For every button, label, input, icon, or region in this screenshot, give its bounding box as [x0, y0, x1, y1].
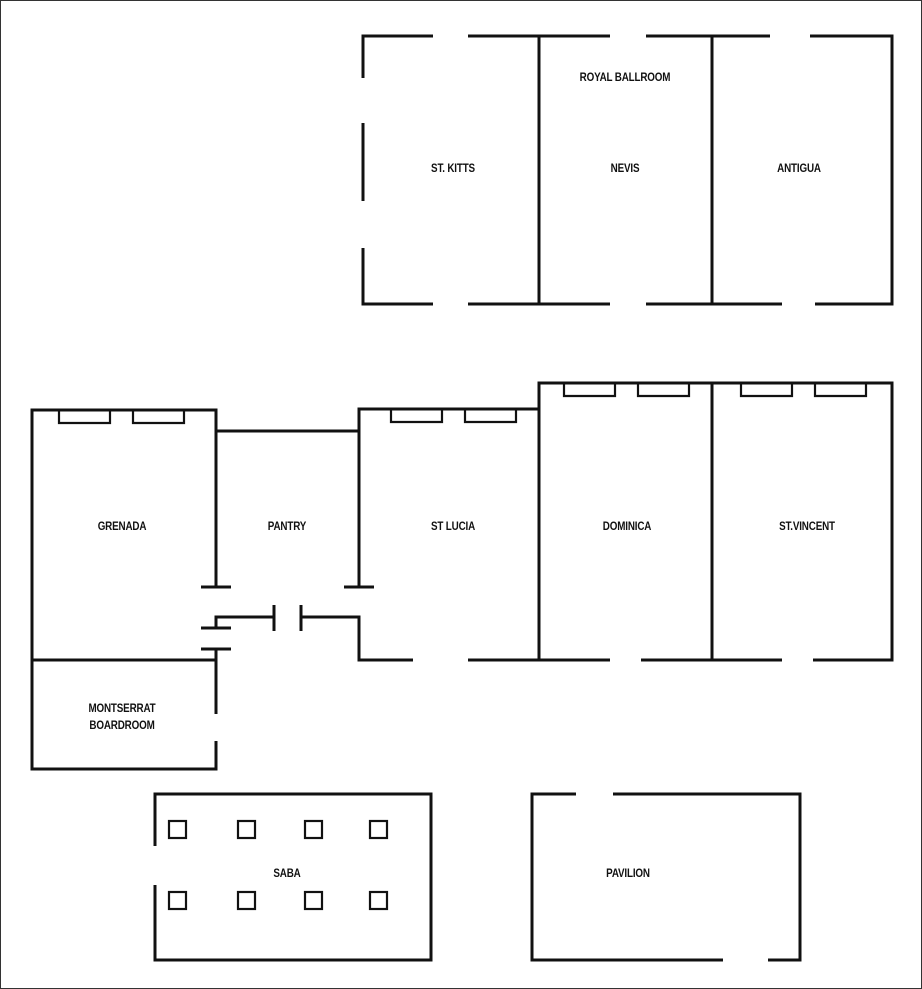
room-label-st-vincent: ST.VINCENT [779, 519, 835, 533]
room-label-dominica: DOMINICA [602, 519, 652, 533]
room-label-antigua: ANTIGUA [777, 161, 821, 175]
east-wing-walls [389, 381, 894, 662]
room-label-montserrat-boardroom: MONTSERRAT BOARDROOM [88, 701, 156, 732]
room-label-pantry: PANTRY [267, 519, 307, 533]
royal-ballroom-walls [361, 34, 894, 306]
room-label-st-lucia: ST LUCIA [430, 519, 476, 533]
pavilion-walls [530, 792, 802, 962]
grenada-walls [30, 408, 413, 771]
pantry-walls [216, 407, 539, 589]
room-label-st-kitts: ST. KITTS [431, 161, 475, 175]
room-label-nevis: NEVIS [610, 161, 640, 175]
saba-walls [153, 792, 433, 962]
room-label-saba: SABA [273, 866, 301, 880]
room-label-grenada: GRENADA [97, 519, 147, 533]
room-label-pavilion: PAVILION [606, 866, 650, 880]
room-label-royal-ballroom: ROYAL BALLROOM [579, 70, 671, 84]
